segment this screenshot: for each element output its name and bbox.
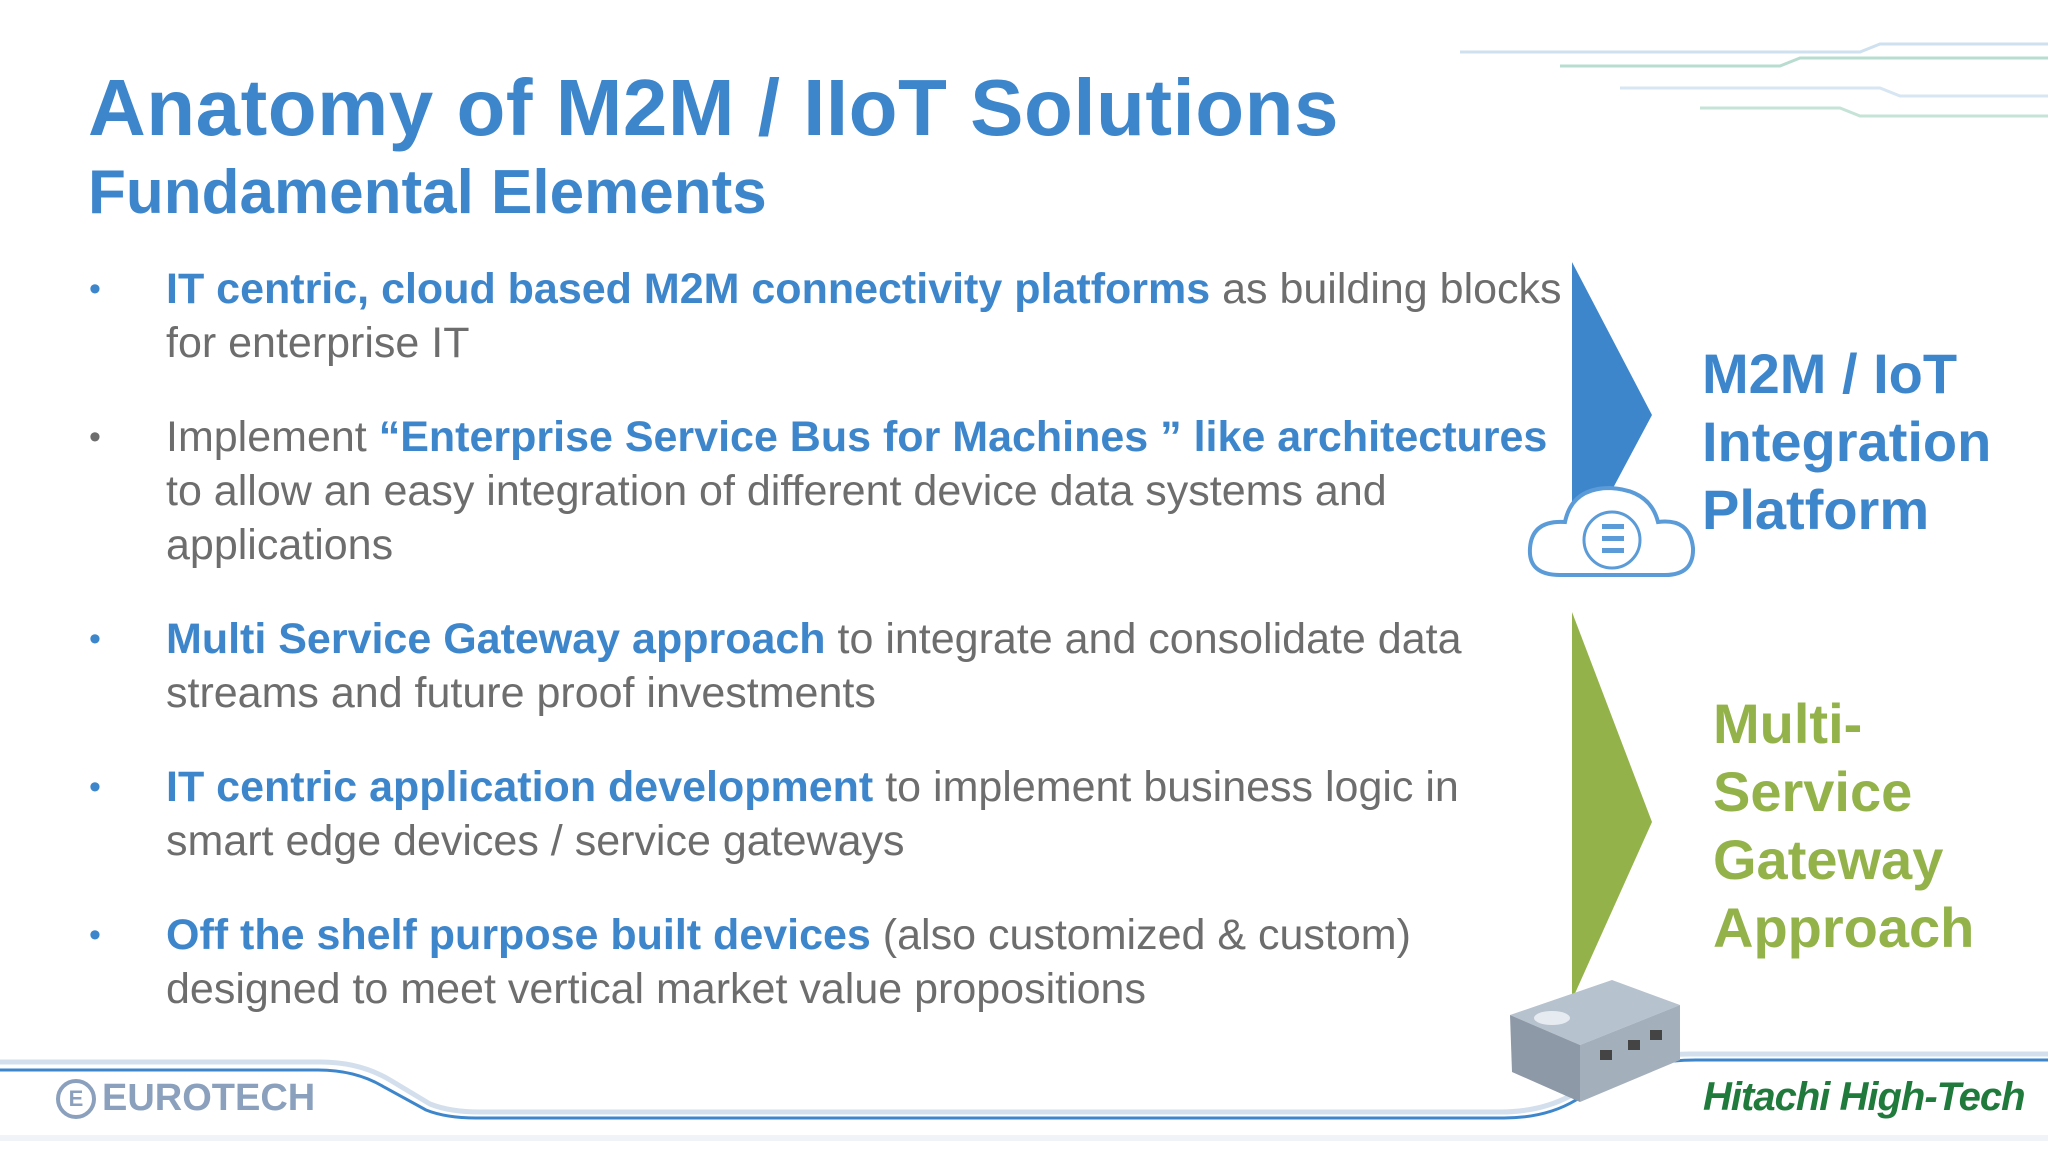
gateway-device-icon (1510, 980, 1680, 1102)
bullet-marker: • (89, 270, 101, 308)
eurotech-logo: E EUROTECH (56, 1077, 315, 1120)
eurotech-mark-icon: E (56, 1078, 96, 1119)
platform-label: M2M / IoT Integration Platform (1702, 342, 1992, 541)
bullet-item: • Multi Service Gateway approach to inte… (85, 612, 1565, 720)
bullet-item: • Implement “Enterprise Service Bus for … (85, 410, 1565, 572)
bullet-highlight: Multi Service Gateway approach (166, 615, 826, 663)
bullet-text: Implement (166, 413, 379, 461)
cloud-server-icon (1527, 485, 1696, 577)
hitachi-logo: Hitachi High-Tech (1703, 1075, 2026, 1119)
bullet-item: • IT centric, cloud based M2M connectivi… (85, 262, 1565, 370)
bullet-highlight: IT centric, cloud based M2M connectivity… (166, 265, 1211, 313)
bullet-marker: • (89, 620, 101, 658)
bullet-marker: • (89, 916, 101, 954)
bullet-text: to integrate and consolidate data stream… (166, 615, 1462, 717)
gateway-chevron (1572, 612, 1652, 1000)
bullet-text: (also customized & custom) designed to m… (166, 911, 1411, 1013)
bullet-marker: • (89, 418, 101, 456)
bullet-highlight: “Enterprise Service Bus for Machines ” l… (378, 413, 1548, 461)
top-right-lines (1460, 42, 2048, 118)
bullet-text: to implement business logic in smart edg… (166, 763, 1459, 865)
eurotech-wordmark: EUROTECH (102, 1077, 316, 1119)
bullet-text: to allow an easy integration of differen… (166, 467, 1387, 569)
gateway-label: Multi-Service Gateway Approach (1713, 692, 1975, 959)
slide-subtitle: Fundamental Elements (88, 158, 767, 227)
bullet-text: as building blocks for enterprise IT (166, 265, 1562, 367)
bullet-highlight: IT centric application development (166, 763, 874, 811)
bullet-list: • IT centric, cloud based M2M connectivi… (85, 262, 1565, 1056)
bullet-item: • Off the shelf purpose built devices (a… (85, 908, 1565, 1016)
bullet-highlight: Off the shelf purpose built devices (166, 911, 871, 959)
slide-title: Anatomy of M2M / IIoT Solutions (88, 63, 1340, 152)
bullet-marker: • (89, 768, 101, 806)
bullet-item: • IT centric application development to … (85, 760, 1565, 868)
